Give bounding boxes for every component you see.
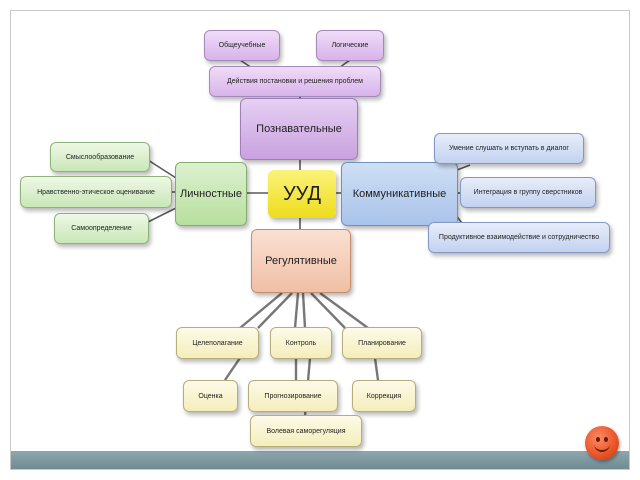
node-tselepolaganie: Целеполагание: [176, 327, 259, 359]
node-moral-evaluation: Нравственно-этическое оценивание: [20, 176, 172, 208]
node-planirovanie: Планирование: [342, 327, 422, 359]
node-peer-integration: Интеграция в группу сверстников: [460, 177, 596, 208]
node-problem-solving: Действия постановки и решения проблем: [209, 66, 381, 97]
node-listen-dialog: Умение слушать и вступать в диалог: [434, 133, 584, 164]
smiley-icon: [585, 426, 619, 460]
node-prognozirovanie: Прогнозирование: [248, 380, 338, 412]
node-otsenka: Оценка: [183, 380, 238, 412]
node-samoopredelenie: Самоопределение: [54, 213, 149, 244]
slide-bottom-bar: [11, 451, 629, 469]
node-center-uud: УУД: [268, 170, 336, 218]
node-cooperation: Продуктивное взаимодействие и сотрудниче…: [428, 222, 610, 253]
node-obshcheuchebnye: Общеучебные: [204, 30, 280, 61]
node-communicative: Коммуникативные: [341, 162, 458, 226]
node-logicheskie: Логические: [316, 30, 384, 61]
node-kontrol: Контроль: [270, 327, 332, 359]
node-smysloobrazovanie: Смыслообразование: [50, 142, 150, 172]
node-regulative: Регулятивные: [251, 229, 351, 293]
node-volevaya-samoregulyatsiya: Волевая саморегуляция: [250, 415, 362, 447]
node-korrektsiya: Коррекция: [352, 380, 416, 412]
node-cognitive: Познавательные: [240, 98, 358, 160]
node-personal: Личностные: [175, 162, 247, 226]
